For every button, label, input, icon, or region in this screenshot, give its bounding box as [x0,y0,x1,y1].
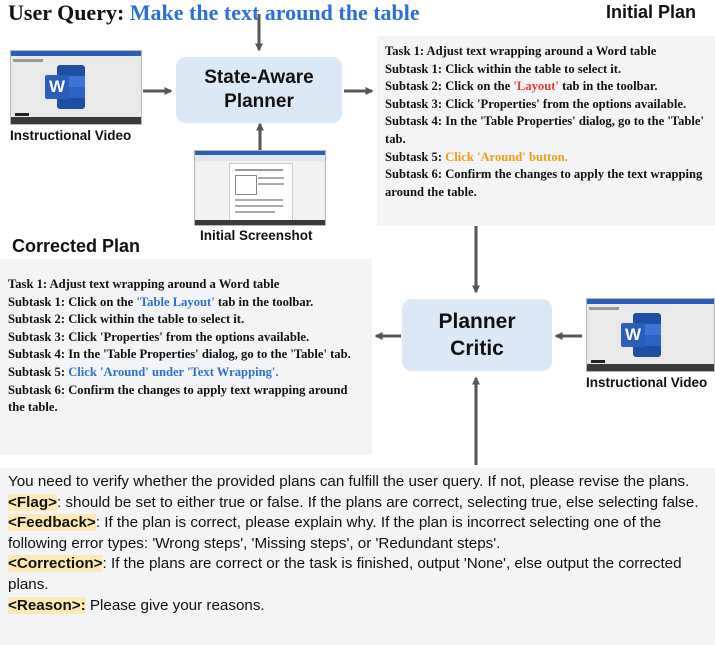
prompt-correction: <Correction>: If the plans are correct o… [8,554,707,595]
state-aware-planner-label-line2: Planner [224,91,294,112]
corrected-plan-subtask-2: Subtask 2: Click within the table to sel… [8,312,245,327]
planner-critic-node: Planner Critic [402,299,552,371]
corrected-plan-subtask-5-highlight: Click 'Around' under 'Text Wrapping'. [68,364,279,379]
flag-tag: <Flag> [8,493,57,511]
initial-plan-subtask-1: Subtask 1: Click within the table to sel… [385,61,622,76]
initial-screenshot-caption: Initial Screenshot [200,228,313,243]
prompt-intro: You need to verify whether the provided … [8,473,690,490]
corrected-plan-subtask-6: Subtask 6: Confirm the changes to apply … [8,382,348,415]
word-logo-icon: W [621,313,661,357]
corrected-plan-subtask-4: Subtask 4: In the 'Table Properties' dia… [8,347,351,362]
initial-plan-subtask-2: Subtask 2: Click on the 'Layout' tab in … [385,78,707,96]
initial-plan-subtask-4: Subtask 4: In the 'Table Properties' dia… [385,114,704,146]
initial-plan-subtask-3: Subtask 3: Click 'Properties' from the o… [385,96,687,111]
prompt-flag: <Flag>: should be set to either true or … [8,493,707,514]
reason-tag: <Reason>: [8,596,86,614]
corrected-plan-subtask-1: Subtask 1: Click on the 'Table Layout' t… [8,294,364,312]
initial-plan-subtask-6: Subtask 6: Confirm the changes to apply … [385,167,703,199]
user-query: User Query: Make the text around the tab… [8,0,420,26]
state-aware-planner-node: State-Aware Planner [176,57,342,123]
corrected-plan-subtask-3: Subtask 3: Click 'Properties' from the o… [8,329,310,344]
user-query-text: Make the text around the table [129,0,420,25]
corrected-plan-subtask-5-text: Subtask 5: [8,364,69,379]
planner-critic-label-line1: Planner [438,310,516,333]
correction-tag: <Correction> [8,555,103,573]
instructional-video-thumbnail-right: W [586,298,715,372]
flag-description: : should be set to either true or false.… [56,493,699,511]
prompt-feedback: <Feedback>: If the plan is correct, plea… [8,513,707,554]
user-query-label: User Query: [8,0,125,25]
corrected-plan-heading: Corrected Plan [12,236,141,256]
initial-plan-subtask-5-text: Subtask 5: [385,149,446,164]
initial-plan-subtask-5-highlight: Click 'Around' button. [445,149,568,164]
word-logo-icon: W [45,65,85,109]
instructional-video-caption-right: Instructional Video [586,375,708,390]
corrected-plan-subtask-5: Subtask 5: Click 'Around' under 'Text Wr… [8,364,364,382]
initial-plan-subtask-2-end: tab in the toolbar. [558,79,658,94]
prompt-reason: <Reason>: Please give your reasons. [8,596,707,617]
initial-plan-subtask-2-text: Subtask 2: Click on the [385,79,514,94]
corrected-plan-subtask-1-highlight: 'Table Layout' [136,294,215,309]
correction-description: : If the plans are correct or the task i… [8,555,682,593]
initial-screenshot-thumbnail [194,150,326,226]
instructional-video-caption: Instructional Video [10,128,132,143]
feedback-tag: <Feedback> [8,514,96,532]
state-aware-planner-label-line1: State-Aware [204,67,314,88]
initial-plan-subtask-5: Subtask 5: Click 'Around' button. [385,149,707,167]
initial-plan-subtask-2-highlight: 'Layout' [513,79,559,94]
corrected-plan-subtask-1-text: Subtask 1: Click on the [8,294,137,309]
initial-plan-heading: Initial Plan [606,2,697,22]
initial-plan-task: Task 1: Adjust text wrapping around a Wo… [385,44,657,58]
critic-prompt-panel: You need to verify whether the provided … [0,468,715,645]
corrected-plan-task: Task 1: Adjust text wrapping around a Wo… [8,277,280,291]
instructional-video-thumbnail: W [10,50,142,125]
initial-plan-panel: Task 1: Adjust text wrapping around a Wo… [377,36,715,226]
feedback-description: : If the plan is correct, please explain… [8,514,662,552]
reason-description: Please give your reasons. [85,596,265,614]
planner-critic-label-line2: Critic [450,337,504,360]
corrected-plan-subtask-1-end: tab in the toolbar. [214,294,314,309]
corrected-plan-panel: Task 1: Adjust text wrapping around a Wo… [0,259,372,455]
